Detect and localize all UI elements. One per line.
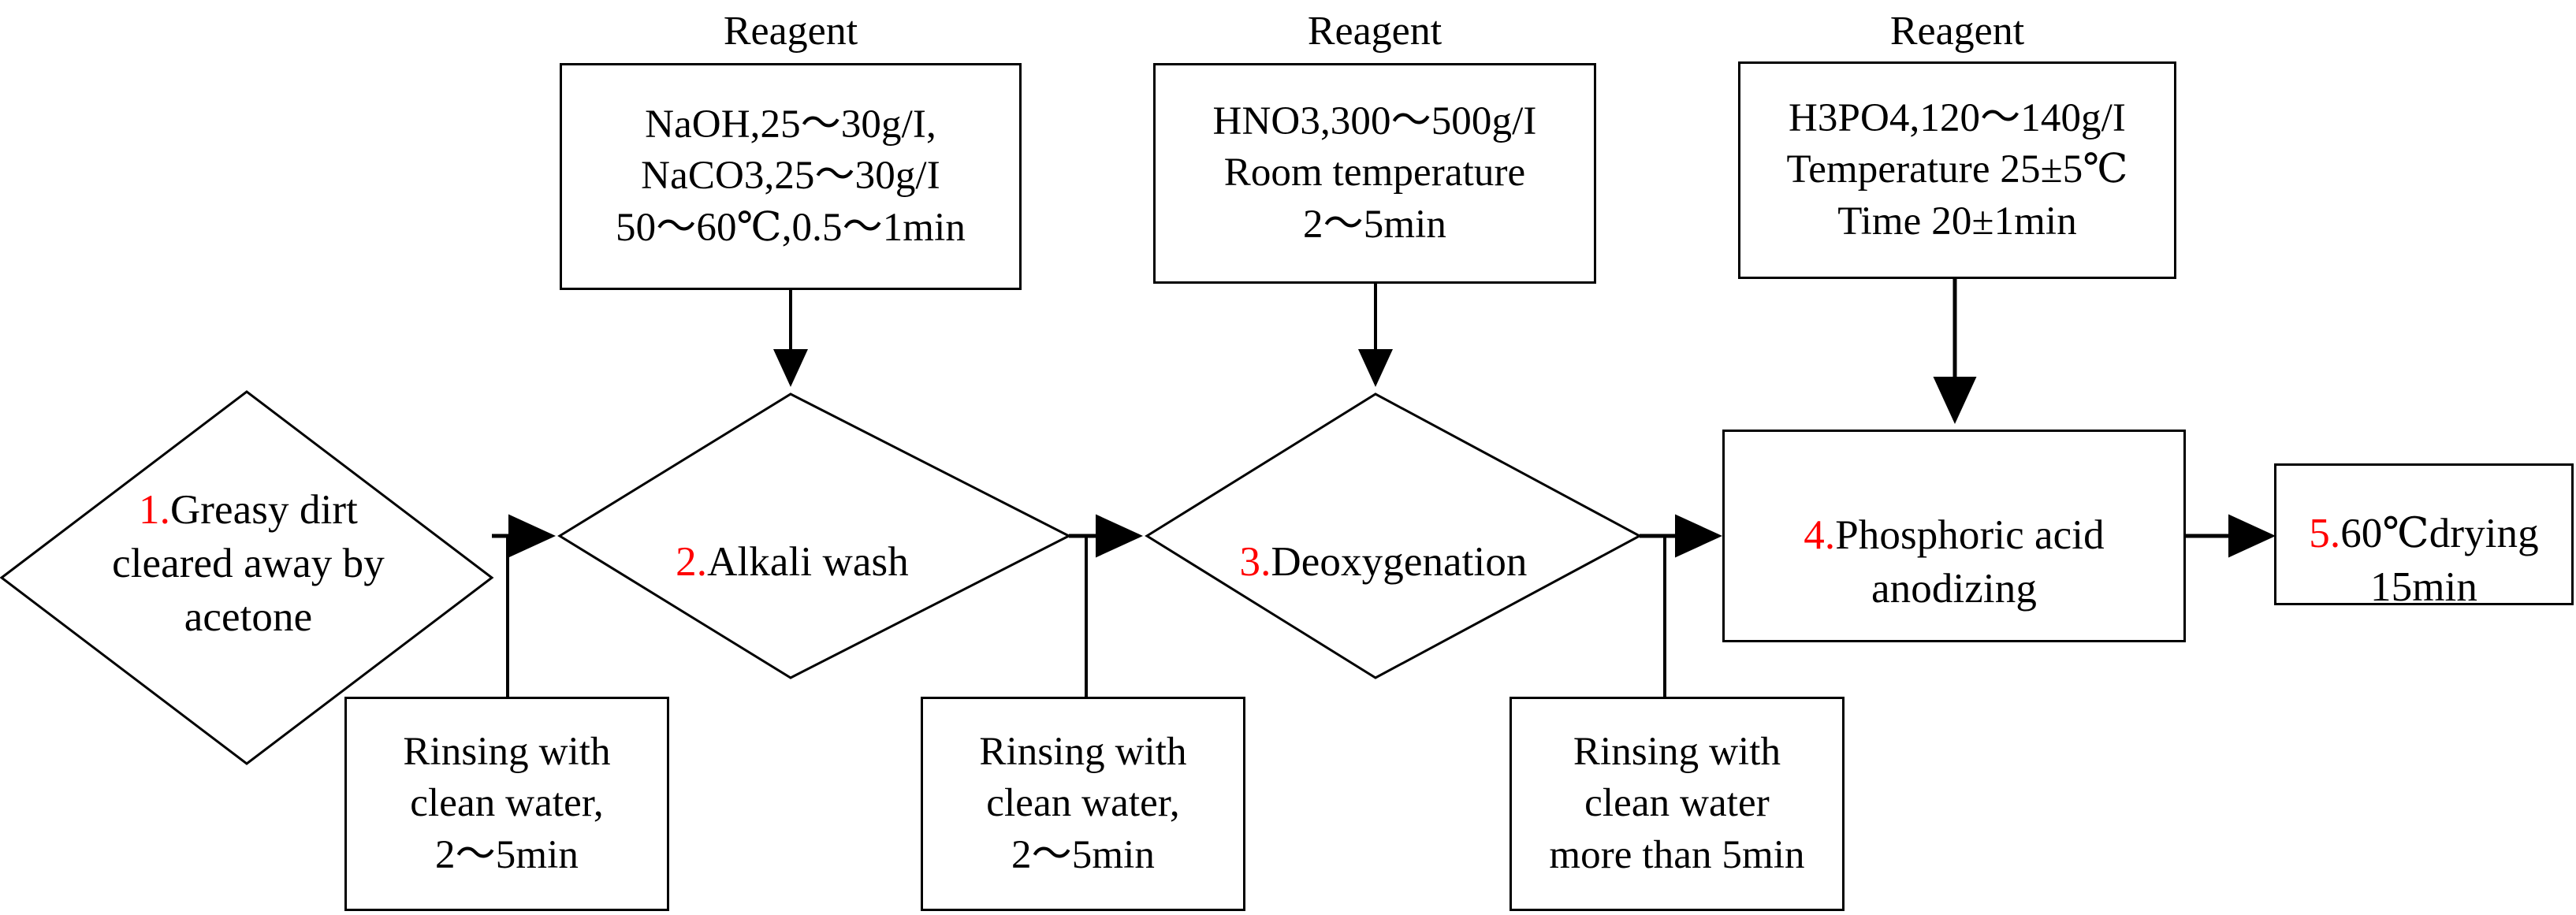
rinse-box-2[interactable]: Rinsing with clean water, 2～5min	[921, 697, 1245, 911]
reagent-box-3[interactable]: H3PO4,120～140g/I Temperature 25±5℃ Time …	[1738, 61, 2176, 279]
step-node-5[interactable]: 5.60℃drying 15min	[2274, 463, 2574, 610]
rinse-box-1[interactable]: Rinsing with clean water, 2～5min	[344, 697, 669, 911]
step-node-5-text: 5.60℃drying 15min	[2309, 454, 2539, 614]
rinse-box-3-text: Rinsing with clean water more than 5min	[1549, 730, 1805, 877]
step-node-4[interactable]: 4.Phosphoric acid anodizing	[1722, 430, 2186, 642]
step-node-5-index: 5.	[2309, 511, 2341, 557]
reagent-box-1-text: NaOH,25～30g/I, NaCO3,25～30g/I 50～60℃,0.5…	[616, 102, 966, 250]
reagent-title-3: Reagent	[1889, 9, 2025, 54]
reagent-title-1: Reagent	[723, 9, 858, 54]
step-node-4-index: 4.	[1804, 512, 1836, 559]
reagent-box-2-text: HNO3,300～500g/I Room temperature 2～5min	[1212, 99, 1537, 247]
reagent-box-2[interactable]: HNO3,300～500g/I Room temperature 2～5min	[1153, 63, 1596, 284]
rinse-box-3[interactable]: Rinsing with clean water more than 5min	[1509, 697, 1845, 911]
rinse-box-2-text: Rinsing with clean water, 2～5min	[979, 730, 1187, 877]
diamond-outline-step-1	[0, 390, 494, 765]
step-node-4-label: Phosphoric acid anodizing	[1835, 512, 2105, 612]
reagent-box-3-text: H3PO4,120～140g/I Temperature 25±5℃ Time …	[1786, 96, 2128, 244]
step-node-5-label: 60℃drying 15min	[2340, 511, 2539, 610]
diamond-outline-step-2	[557, 392, 1072, 679]
rinse-box-1-text: Rinsing with clean water, 2～5min	[403, 730, 611, 877]
step-node-4-text: 4.Phosphoric acid anodizing	[1804, 456, 2104, 616]
reagent-box-1[interactable]: NaOH,25～30g/I, NaCO3,25～30g/I 50～60℃,0.5…	[560, 63, 1022, 290]
diamond-outline-step-3	[1145, 392, 1643, 679]
reagent-title-2: Reagent	[1307, 9, 1442, 54]
